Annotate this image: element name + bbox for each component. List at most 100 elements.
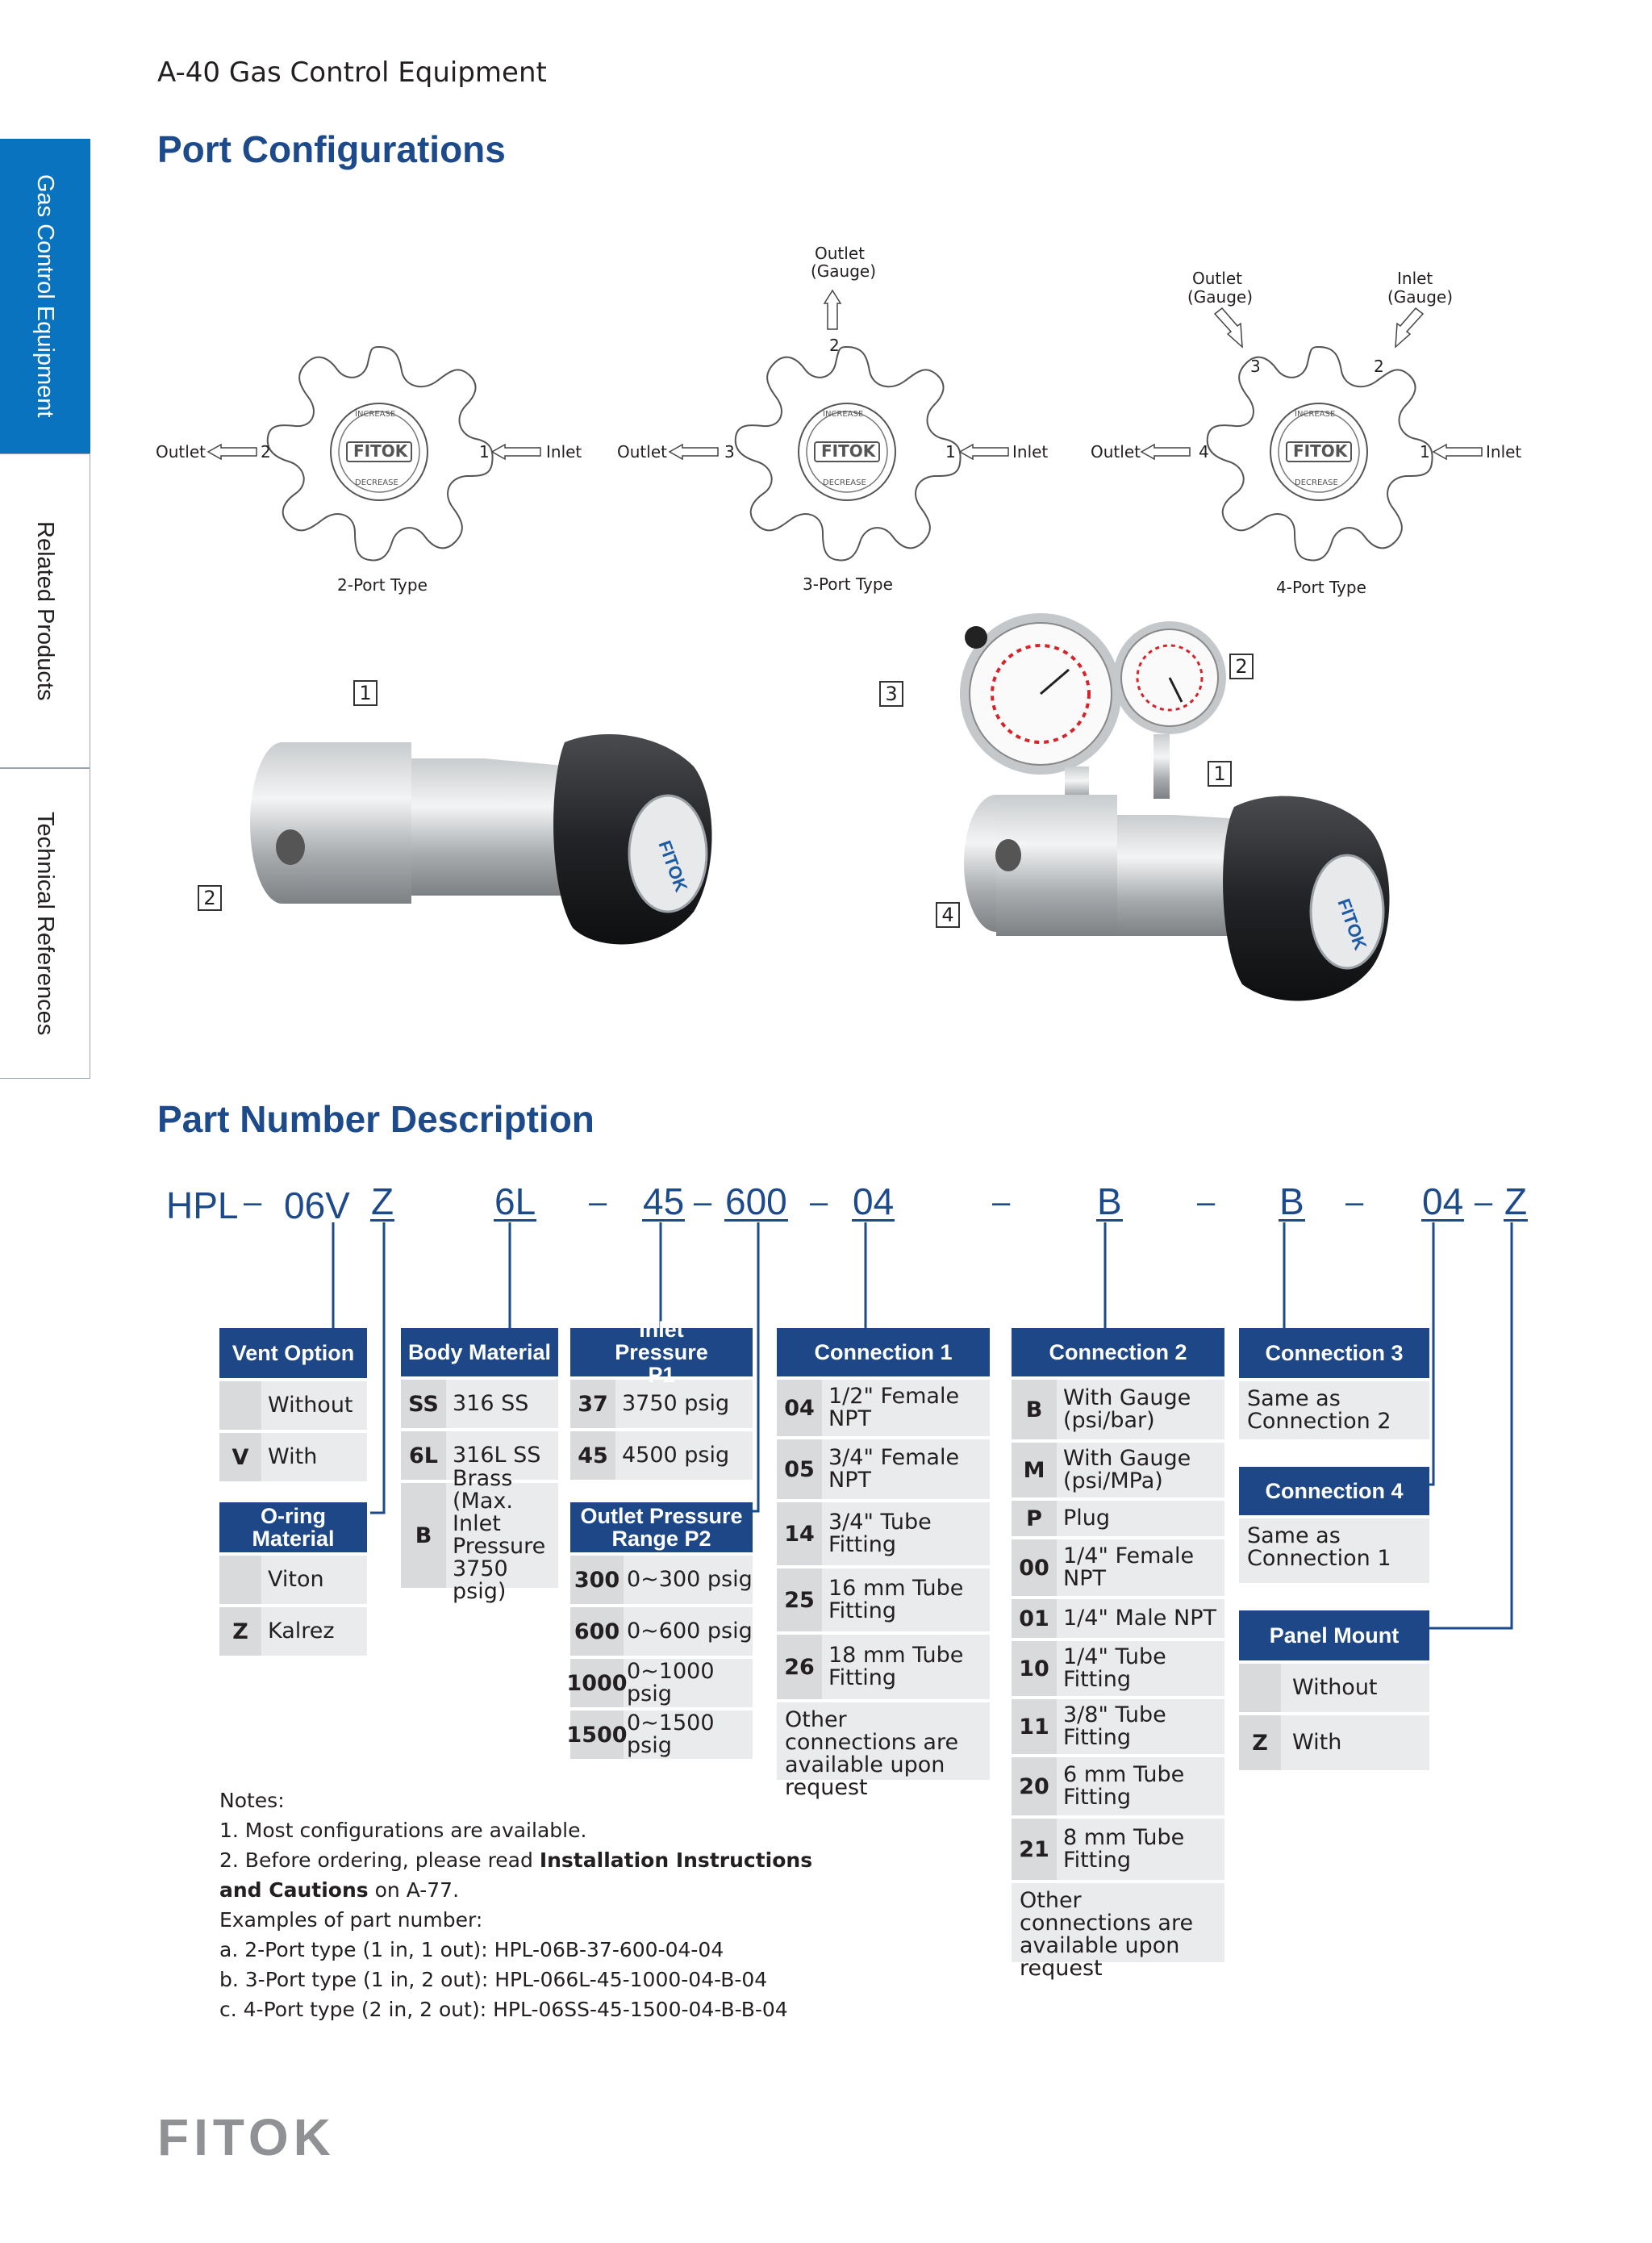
table-connection-4: Connection 4 Same as Connection 1: [1239, 1467, 1429, 1583]
callout-3: 3: [879, 681, 903, 707]
table-header: Connection 2: [1012, 1328, 1224, 1376]
side-tab-technical-references[interactable]: Technical References: [0, 768, 90, 1079]
desc-cell: Viton: [268, 1567, 324, 1592]
desc-cell: 8 mm Tube Fitting: [1063, 1825, 1185, 1873]
pn-panel: Z: [1504, 1180, 1529, 1222]
port-diagrams: [207, 289, 1483, 562]
side-tab-related-products[interactable]: Related Products: [0, 453, 90, 768]
code-cell: Z: [219, 1607, 261, 1656]
pn-outlet: 600: [724, 1180, 788, 1222]
table-header: Connection 4: [1239, 1467, 1429, 1515]
pn-dash: –: [1345, 1184, 1364, 1220]
four-port-left-gauge-num: 3: [1250, 357, 1261, 376]
table-connection-3: Connection 3 Same as Connection 2: [1239, 1328, 1429, 1439]
callout-2: 2: [198, 885, 222, 911]
knob-decrease-label: DECREASE: [823, 478, 866, 487]
pn-size-vent: 06V: [284, 1184, 350, 1226]
desc-cell: 1/4" Tube Fitting: [1063, 1644, 1166, 1692]
port-configurations-title: Port Configurations: [157, 128, 506, 170]
three-port-gauge-num: 2: [829, 336, 840, 355]
two-port-inlet-label: Inlet: [546, 442, 582, 462]
code-cell: 10: [1012, 1641, 1057, 1696]
code-cell: 01: [1012, 1599, 1057, 1638]
code-cell: 37: [570, 1380, 615, 1428]
pn-dash: –: [1197, 1184, 1216, 1220]
note-2-link-cont[interactable]: and Cautions: [219, 1878, 369, 1902]
note-2-link[interactable]: Installation Instructions: [539, 1848, 813, 1872]
table-header: Connection 3: [1239, 1328, 1429, 1378]
four-port-left-gauge-line1: Outlet: [1192, 269, 1242, 288]
connector-lines: [332, 1222, 1513, 1630]
table-header: Connection 1: [777, 1328, 990, 1376]
regulator-photo-2port: FITOK: [250, 734, 712, 945]
desc-cell: Brass (Max. Inlet Pressure 3750 psig): [453, 1468, 546, 1604]
note-1: 1. Most configurations are available.: [219, 1819, 587, 1842]
code-cell: 21: [1012, 1819, 1057, 1880]
knob-brand-2port: FITOK: [353, 441, 408, 461]
code-cell: P: [1012, 1501, 1057, 1536]
three-port-gauge-line1: Outlet: [815, 244, 865, 263]
table-header: O-ring Material: [219, 1502, 367, 1552]
code-cell: V: [219, 1433, 261, 1481]
desc-cell: 16 mm Tube Fitting: [828, 1576, 964, 1623]
example-b: b. 3-Port type (1 in, 2 out): HPL-066L-4…: [219, 1968, 768, 1991]
pn-oring: Z: [370, 1180, 395, 1222]
callout-1: 1: [353, 680, 378, 706]
example-a: a. 2-Port type (1 in, 1 out): HPL-06B-37…: [219, 1938, 724, 1961]
side-tab-label: Gas Control Equipment: [32, 174, 58, 418]
pn-body: 6L: [494, 1180, 537, 1222]
note-2-pre: 2. Before ordering, please read: [219, 1848, 540, 1872]
code-cell: [1239, 1664, 1281, 1712]
knob-increase-label: INCREASE: [355, 410, 396, 419]
knob-decrease-label: DECREASE: [355, 478, 398, 487]
callout-2b: 2: [1229, 654, 1254, 679]
code-cell: 00: [1012, 1539, 1057, 1596]
code-cell: 26: [777, 1635, 822, 1699]
code-cell: [219, 1556, 261, 1604]
callout-4: 4: [936, 902, 960, 928]
three-port-outlet-label: Outlet: [617, 442, 667, 462]
table-row: BBrass (Max. Inlet Pressure 3750 psig): [401, 1468, 558, 1604]
table-note: Other connections are available upon req…: [777, 1699, 990, 1799]
desc-cell: With: [1292, 1730, 1342, 1755]
side-tab-gas-control[interactable]: Gas Control Equipment: [0, 139, 90, 453]
code-cell: 25: [777, 1568, 822, 1631]
table-header: Panel Mount: [1239, 1610, 1429, 1660]
desc-cell: With Gauge (psi/bar): [1063, 1385, 1191, 1433]
four-port-inlet-num: 1: [1420, 442, 1430, 462]
table-note: Other connections are available upon req…: [1012, 1880, 1224, 1980]
fitok-logo: FITOK: [157, 2108, 336, 2166]
pn-dash: –: [810, 1184, 828, 1220]
pn-conn4: 04: [1421, 1180, 1465, 1222]
desc-cell: 0~300 psig: [627, 1567, 753, 1592]
three-port-caption: 3-Port Type: [803, 574, 893, 594]
knob-increase-label: INCREASE: [1295, 410, 1336, 419]
four-port-right-gauge-num: 2: [1374, 357, 1384, 376]
pn-dash: –: [244, 1184, 262, 1220]
desc-cell: 1/4" Female NPT: [1063, 1543, 1195, 1591]
two-port-caption: 2-Port Type: [337, 575, 428, 595]
three-port-inlet-label: Inlet: [1012, 442, 1049, 462]
desc-cell: 1/2" Female NPT: [828, 1384, 960, 1431]
table-row: Without: [219, 1378, 367, 1430]
desc-cell: 3/4" Female NPT: [828, 1445, 960, 1493]
desc-cell: 0~1500 psig: [627, 1710, 715, 1758]
table-note: Same as Connection 2: [1239, 1378, 1429, 1439]
